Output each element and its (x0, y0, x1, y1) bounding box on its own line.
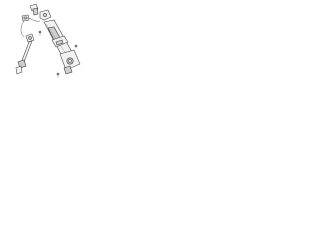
ignition-switch[interactable] (21, 14, 30, 22)
intermediate-shaft[interactable] (15, 40, 33, 75)
parts-diagram (15, 3, 81, 78)
wiring-harness[interactable] (20, 17, 41, 38)
steering-shaft-upper[interactable] (29, 3, 39, 16)
universal-joint[interactable] (25, 33, 35, 43)
tilt-bracket[interactable] (51, 35, 69, 48)
mounting-bolt[interactable] (38, 30, 78, 78)
motor-assembly[interactable] (59, 49, 81, 75)
lock-housing[interactable] (39, 9, 52, 21)
